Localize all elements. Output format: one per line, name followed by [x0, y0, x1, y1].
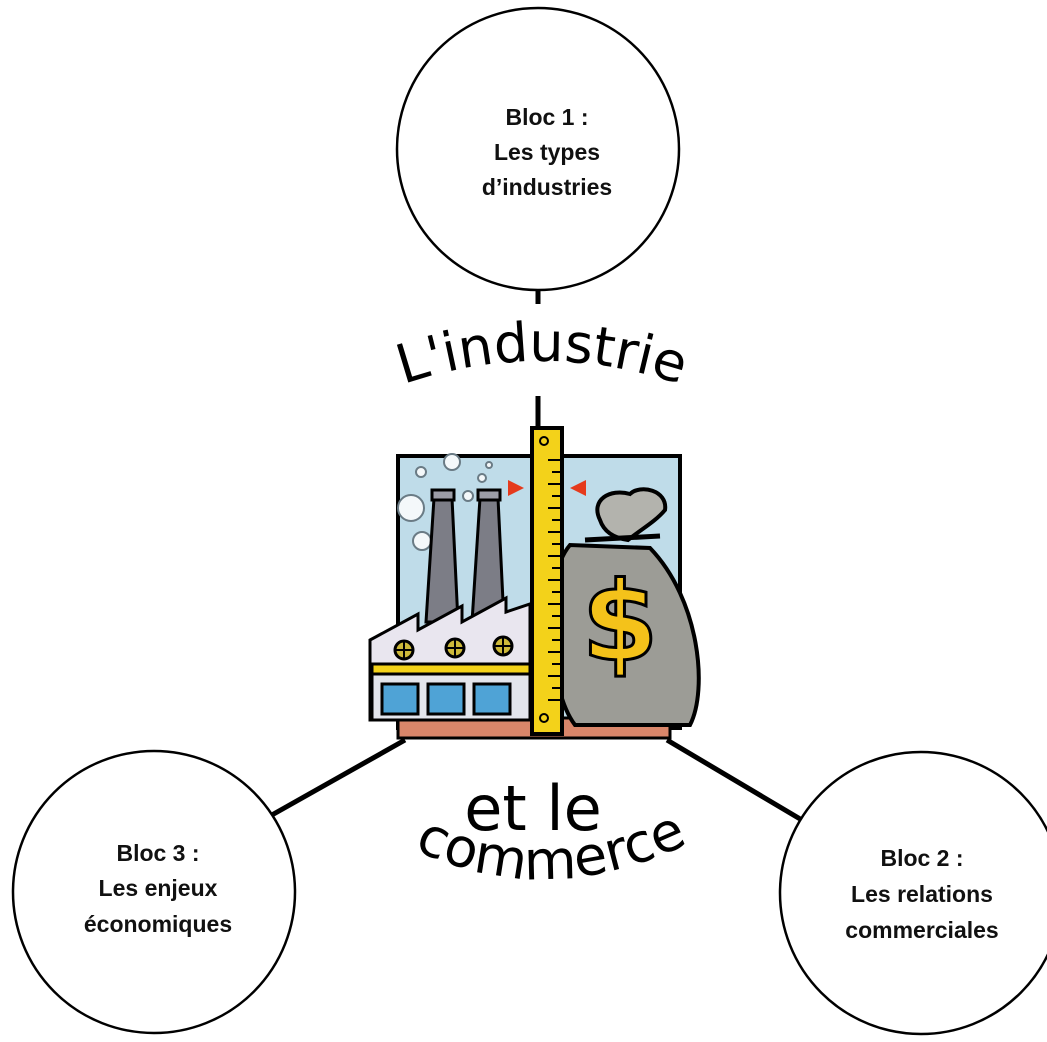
title-top-text: L'industrie	[389, 311, 695, 397]
bloc-1-line2: d’industries	[482, 174, 612, 200]
factory-chimneys	[424, 488, 506, 624]
smoke-bubbles	[397, 453, 493, 551]
title-middle: et le	[464, 772, 602, 845]
right-marker	[570, 480, 586, 496]
bloc-3-circle	[11, 749, 297, 1035]
left-marker	[508, 480, 524, 496]
bloc-3-line2: économiques	[84, 911, 232, 937]
bloc-2-line2: commerciales	[845, 917, 998, 943]
level-markers	[508, 480, 586, 496]
bloc-3-heading: Bloc 3 :	[116, 840, 199, 866]
money-bag: $	[548, 487, 701, 727]
title-top-arc: L'industrie	[389, 311, 695, 397]
ruler	[530, 426, 564, 736]
bloc-1-node: Bloc 1 : Les types d’industries	[395, 6, 681, 292]
bloc-1-heading: Bloc 1 :	[505, 104, 588, 130]
bloc-2-line1: Les relations	[851, 881, 993, 907]
bloc-2-circle	[778, 750, 1047, 1036]
bloc-2-heading: Bloc 2 :	[880, 845, 963, 871]
connector-lines	[261, 290, 814, 829]
bloc-1-line1: Les types	[494, 139, 600, 165]
bloc-1-circle	[395, 6, 681, 292]
factory-building	[368, 595, 532, 722]
bloc-3-node: Bloc 3 : Les enjeux économiques	[11, 749, 297, 1035]
bloc-2-node: Bloc 2 : Les relations commerciales	[778, 750, 1047, 1036]
bloc-3-line1: Les enjeux	[99, 875, 218, 901]
connector-bloc2	[665, 737, 814, 829]
dollar-symbol: $	[582, 558, 659, 686]
connector-bloc3	[261, 737, 407, 823]
factory-moneybag-ruler-icon: $	[368, 426, 701, 740]
